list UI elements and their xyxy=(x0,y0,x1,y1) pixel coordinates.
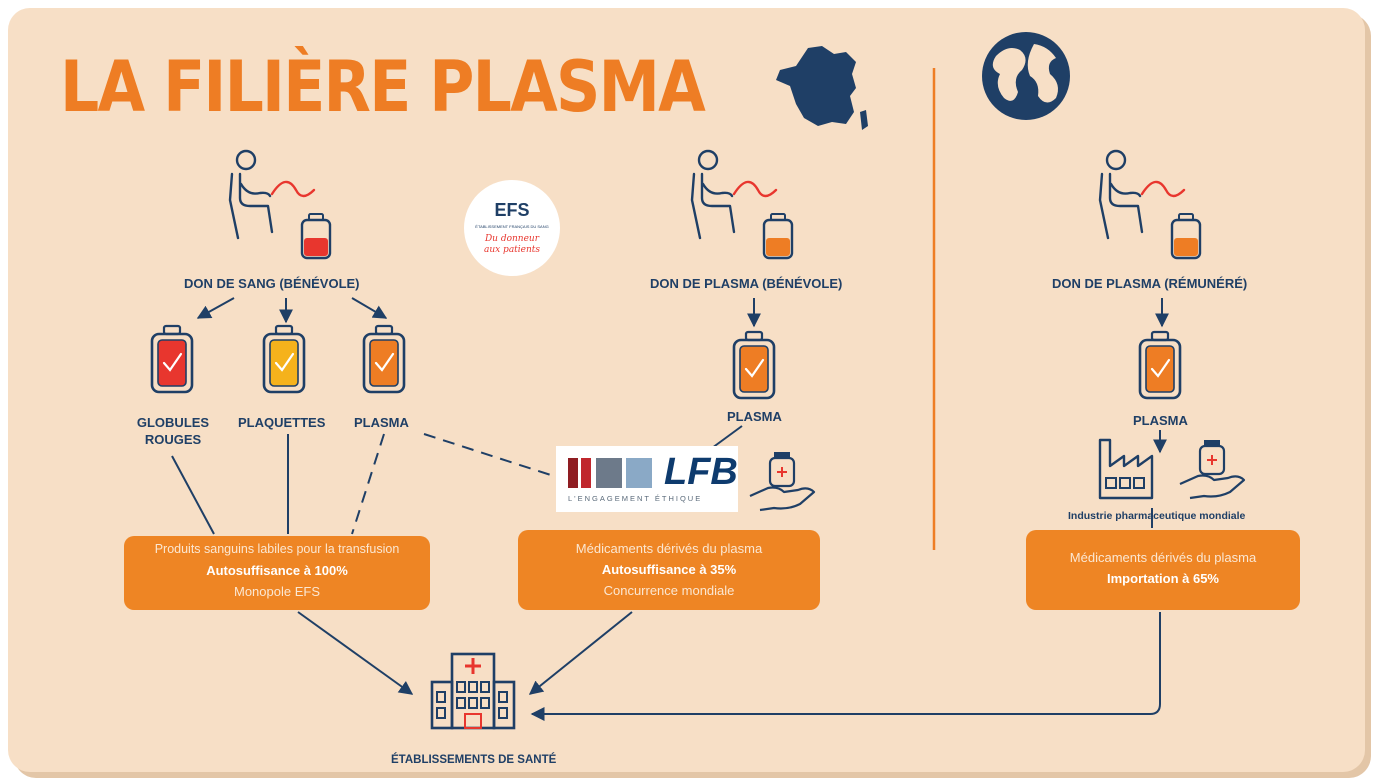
platelets-bag-icon xyxy=(262,324,306,394)
globe-icon xyxy=(982,32,1070,120)
paid-plasma-bag-label: PLASMA xyxy=(1133,413,1188,428)
box-medicines-france-line3: Concurrence mondiale xyxy=(603,583,735,598)
box-medicines-world: Médicaments dérivés du plasma Importatio… xyxy=(1026,530,1300,610)
plasma-bag-icon xyxy=(362,324,406,394)
blood-collection-bag-icon xyxy=(300,213,332,260)
efs-slogan-line1: Du donneur xyxy=(484,234,540,244)
paid-plasma-collection-bag-icon xyxy=(1170,213,1202,260)
product-label-red-cells-line2: ROUGES xyxy=(144,432,202,447)
plasma-bag-label: PLASMA xyxy=(727,409,782,424)
industry-label: Industrie pharmaceutique mondiale xyxy=(1068,510,1246,522)
box-medicines-france-bold: Autosuffisance à 35% xyxy=(601,562,737,577)
paid-plasma-donation-label: DON DE PLASMA (RÉMUNÉRÉ) xyxy=(1052,276,1248,291)
efs-subtitle: ÉTABLISSEMENT FRANÇAIS DU SANG xyxy=(475,224,549,229)
box-medicines-france-line1: Médicaments dérivés du plasma xyxy=(575,541,763,556)
box-transfusion-line3: Monopole EFS xyxy=(234,584,320,599)
product-label-red-cells: GLOBULES ROUGES xyxy=(128,414,218,448)
lfb-blocks xyxy=(568,458,658,488)
product-label-platelets: PLAQUETTES xyxy=(238,415,326,430)
blood-donation-label: DON DE SANG (BÉNÉVOLE) xyxy=(184,276,360,291)
hospital-label: ÉTABLISSEMENTS DE SANTÉ xyxy=(391,754,557,766)
hospital-icon xyxy=(430,652,516,730)
efs-logo: EFS ÉTABLISSEMENT FRANÇAIS DU SANG Du do… xyxy=(464,180,560,276)
lfb-tagline: L'ENGAGEMENT ÉTHIQUE xyxy=(568,494,703,503)
efs-slogan-line2: aux patients xyxy=(483,245,541,255)
factory-icon xyxy=(1098,438,1154,500)
plasma-donation-label: DON DE PLASMA (BÉNÉVOLE) xyxy=(650,276,843,291)
paid-plasma-bag-icon xyxy=(1138,330,1182,400)
medicine-hand-world-icon xyxy=(1179,440,1246,500)
box-transfusion-line1: Produits sanguins labiles pour la transf… xyxy=(154,542,400,556)
box-transfusion-bold: Autosuffisance à 100% xyxy=(206,563,348,578)
product-label-plasma: PLASMA xyxy=(354,415,409,430)
plasma-donation-bag-icon xyxy=(732,330,776,400)
box-medicines-world-line1: Médicaments dérivés du plasma xyxy=(1069,550,1257,565)
lfb-logo: LFB L'ENGAGEMENT ÉTHIQUE xyxy=(556,446,738,512)
plasma-collection-bag-icon xyxy=(762,213,794,260)
efs-acronym: EFS xyxy=(494,200,530,220)
red-cells-bag-icon xyxy=(150,324,194,394)
lfb-name: LFB xyxy=(664,451,738,493)
medicine-hand-icon xyxy=(749,452,816,512)
box-medicines-world-bold: Importation à 65% xyxy=(1107,571,1219,586)
france-map-icon xyxy=(776,46,868,130)
product-label-red-cells-line1: GLOBULES xyxy=(136,415,210,430)
page-title: LA FILIÈRE PLASMA xyxy=(60,46,706,128)
box-medicines-france: Médicaments dérivés du plasma Autosuffis… xyxy=(518,530,820,610)
box-transfusion: Produits sanguins labiles pour la transf… xyxy=(124,536,430,610)
